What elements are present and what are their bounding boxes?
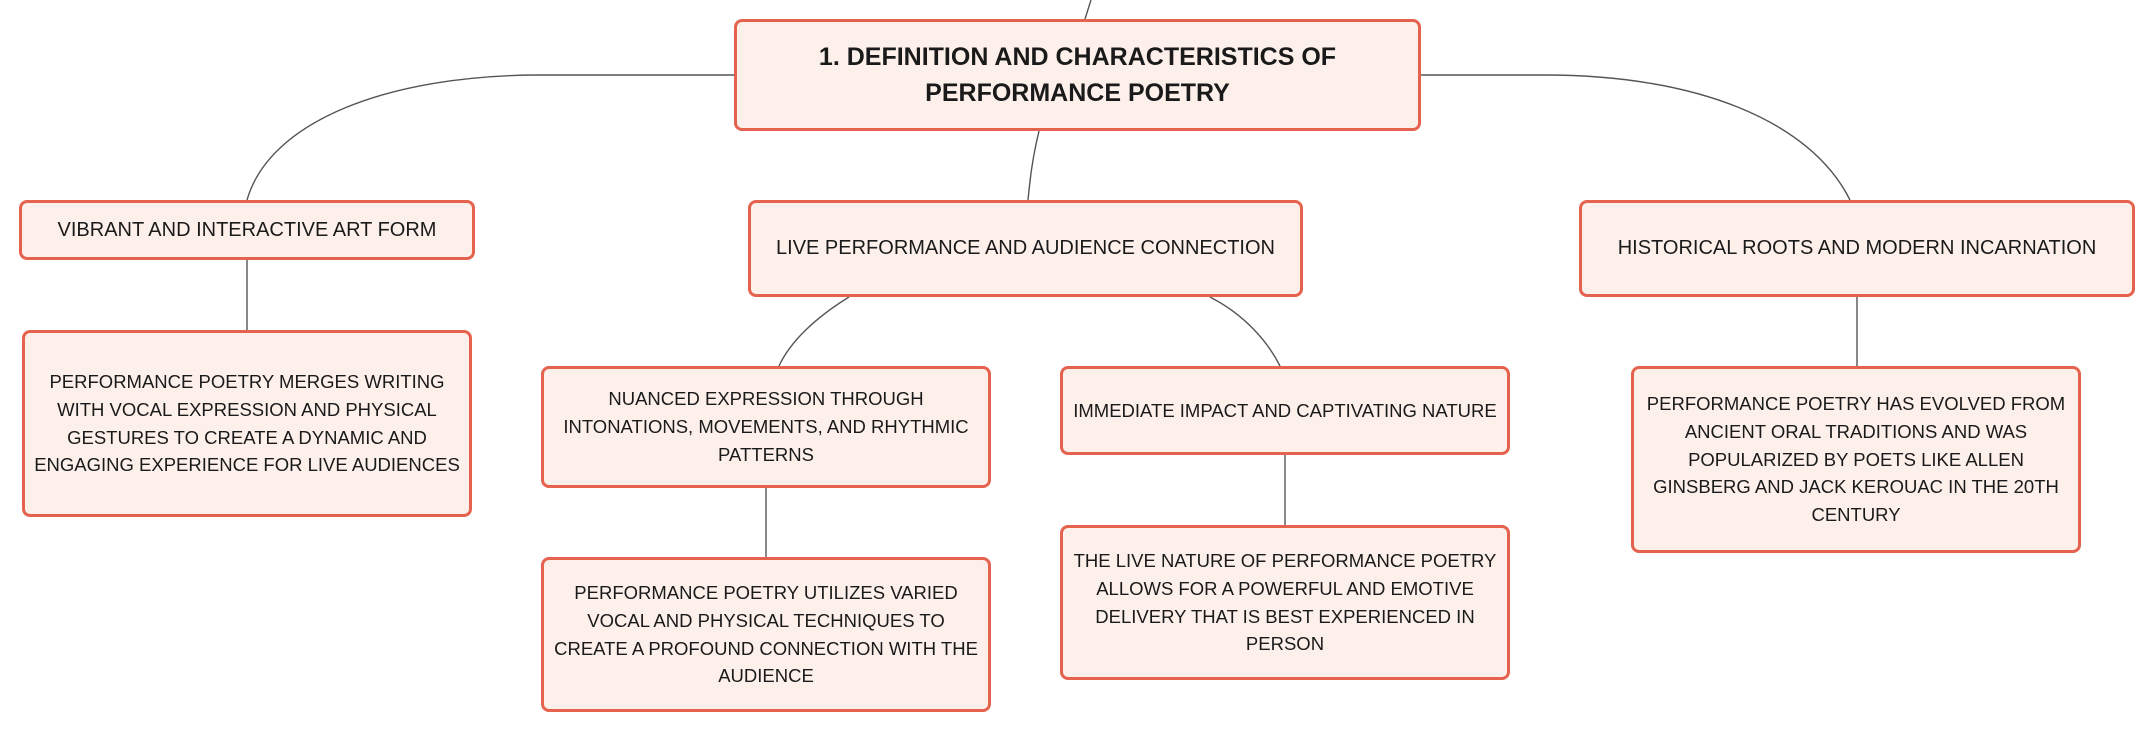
subtopic-node-label: NUANCED EXPRESSION THROUGH INTONATIONS, …: [563, 388, 969, 465]
branch-node-label: HISTORICAL ROOTS AND MODERN INCARNATION: [1617, 237, 2097, 259]
connector-parent-link: [1084, 0, 1092, 20]
detail-node-historical[interactable]: PERFORMANCE POETRY HAS EVOLVED FROM ANCI…: [1631, 366, 2081, 553]
subtopic-node-label: IMMEDIATE IMPACT AND CAPTIVATING NATURE: [1073, 399, 1497, 421]
detail-node-nuanced[interactable]: PERFORMANCE POETRY UTILIZES VARIED VOCAL…: [541, 557, 991, 712]
connector-root-to-vibrant: [246, 74, 734, 201]
root-node-label: 1. DEFINITION AND CHARACTERISTICS OF PER…: [818, 42, 1337, 107]
branch-node-label: VIBRANT AND INTERACTIVE ART FORM: [57, 218, 437, 241]
subtopic-node-immediate[interactable]: IMMEDIATE IMPACT AND CAPTIVATING NATURE: [1060, 366, 1510, 455]
detail-node-text: PERFORMANCE POETRY HAS EVOLVED FROM ANCI…: [1646, 393, 2066, 526]
connector-root-to-historical: [1421, 74, 1851, 201]
detail-node-text: PERFORMANCE POETRY UTILIZES VARIED VOCAL…: [554, 582, 978, 687]
subtopic-node-nuanced[interactable]: NUANCED EXPRESSION THROUGH INTONATIONS, …: [541, 366, 991, 488]
branch-node-label: LIVE PERFORMANCE AND AUDIENCE CONNECTION: [776, 237, 1275, 259]
detail-node-immediate[interactable]: THE LIVE NATURE OF PERFORMANCE POETRY AL…: [1060, 525, 1510, 680]
detail-node-vibrant[interactable]: PERFORMANCE POETRY MERGES WRITING WITH V…: [22, 330, 472, 517]
connector-root-to-live: [1027, 130, 1040, 201]
root-node[interactable]: 1. DEFINITION AND CHARACTERISTICS OF PER…: [734, 19, 1421, 131]
detail-node-text: PERFORMANCE POETRY MERGES WRITING WITH V…: [34, 371, 460, 476]
detail-node-text: THE LIVE NATURE OF PERFORMANCE POETRY AL…: [1073, 550, 1497, 655]
branch-node-vibrant[interactable]: VIBRANT AND INTERACTIVE ART FORM: [19, 200, 475, 260]
branch-node-historical[interactable]: HISTORICAL ROOTS AND MODERN INCARNATION: [1579, 200, 2135, 297]
connector-live-to-nuanced: [778, 296, 850, 367]
connector-live-to-immediate: [1209, 296, 1281, 367]
branch-node-live-performance[interactable]: LIVE PERFORMANCE AND AUDIENCE CONNECTION: [748, 200, 1303, 297]
